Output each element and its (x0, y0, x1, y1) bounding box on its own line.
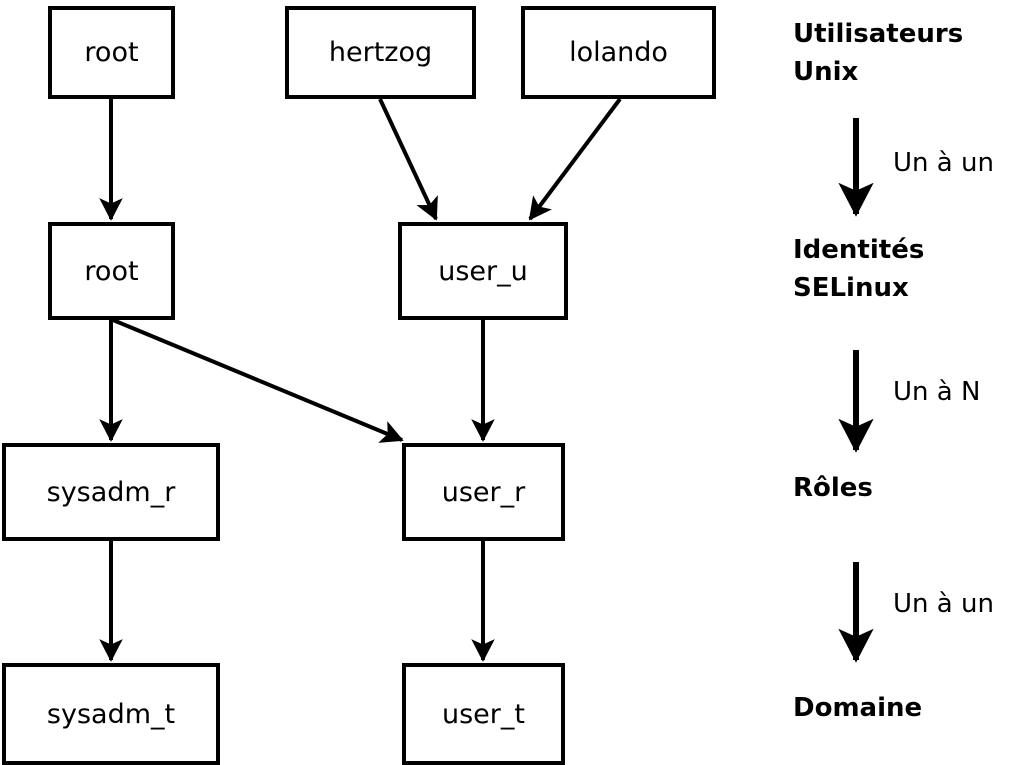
node-label: lolando (569, 37, 668, 68)
node-label: user_t (442, 698, 525, 730)
node-role-user-r[interactable]: user_r (402, 443, 565, 541)
legend-domain-label: Domaine (793, 693, 923, 723)
node-label: hertzog (328, 37, 433, 68)
node-label: user_r (441, 476, 526, 508)
node-unix-root[interactable]: root (48, 6, 175, 99)
legend-relation-3-label: Un à un (893, 589, 994, 619)
node-label: sysadm_t (46, 698, 176, 730)
legend-relation-2-label: Un à N (893, 377, 981, 407)
node-identity-root[interactable]: root (48, 222, 175, 320)
node-domain-user-t[interactable]: user_t (402, 663, 565, 765)
edge-hertzog-to-user-u (378, 98, 438, 221)
edge-id-root-to-user-r (112, 318, 404, 443)
node-identity-user-u[interactable]: user_u (398, 222, 568, 320)
node-label: root (84, 255, 139, 287)
legend-selinux-identities-label: Identités SELinux (793, 235, 925, 303)
legend-roles-label: Rôles (793, 473, 873, 503)
node-label: user_u (438, 255, 528, 287)
edge-lolando-to-user-u (528, 97, 622, 221)
node-label: sysadm_r (46, 476, 176, 508)
node-unix-lolando[interactable]: lolando (521, 6, 716, 99)
node-role-sysadm-r[interactable]: sysadm_r (2, 443, 220, 541)
legend-relation-1-label: Un à un (893, 148, 994, 178)
node-domain-sysadm-t[interactable]: sysadm_t (2, 663, 220, 765)
node-unix-hertzog[interactable]: hertzog (285, 6, 476, 99)
legend-unix-users-label: Utilisateurs Unix (793, 19, 964, 87)
node-label: root (84, 37, 139, 68)
